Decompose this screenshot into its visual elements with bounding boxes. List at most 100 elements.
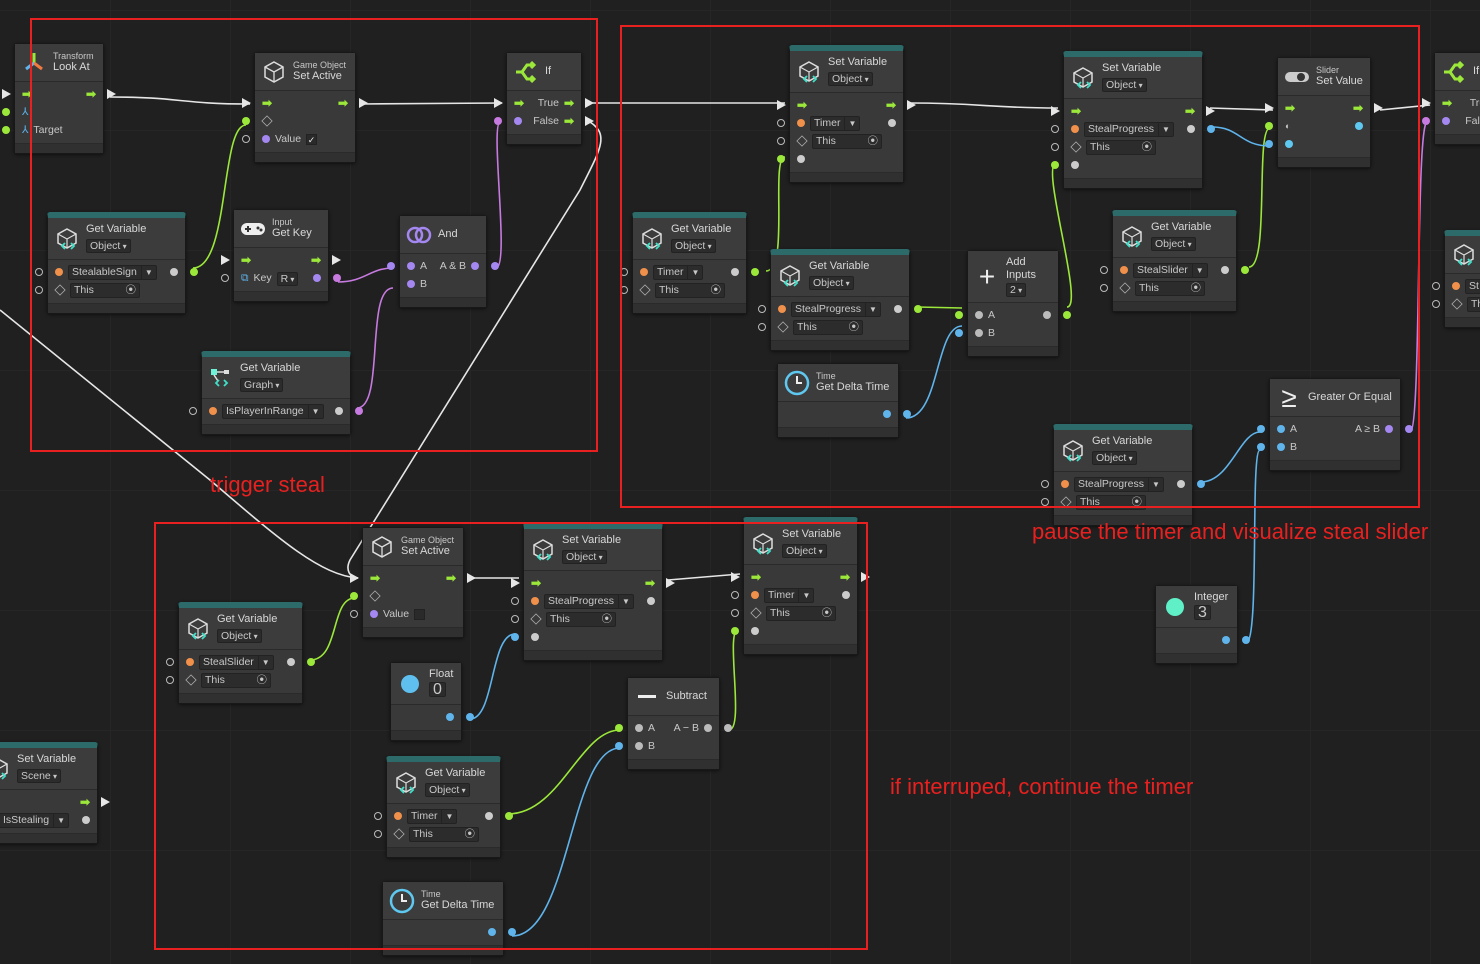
variable-name-field[interactable]: StealProgress▼ [1084,121,1174,137]
node-header[interactable]: ≥Greater Or Equal [1270,379,1400,417]
variable-name-field[interactable]: StealProgress▼ [791,301,881,317]
connected-port[interactable] [955,311,963,320]
literal-value-field[interactable]: 0 [429,681,446,697]
target-picker-icon[interactable]: ⦿ [1131,495,1143,508]
target-field[interactable]: This⦿ [1086,139,1156,155]
connected-port[interactable] [387,262,395,270]
chevron-down-icon[interactable]: ▼ [53,813,65,827]
target-field[interactable]: This⦿ [655,282,725,298]
input-a-port[interactable] [975,311,983,320]
connected-port[interactable] [1242,636,1250,645]
target-picker-icon[interactable]: ⦿ [125,283,137,296]
target-picker-icon[interactable]: ⦿ [601,612,613,625]
key-output-port[interactable] [313,274,321,282]
connected-port[interactable] [355,407,363,416]
chevron-down-icon[interactable]: ▼ [257,655,270,669]
output-port[interactable] [1043,311,1051,320]
connected-port[interactable] [1241,266,1249,275]
unconnected-port[interactable] [1100,266,1108,275]
target-picker-icon[interactable]: ⦿ [848,320,860,333]
node-header[interactable]: And [400,216,486,254]
scope-dropdown[interactable]: Object [671,238,716,253]
unconnected-port[interactable] [1041,498,1049,507]
flow-port[interactable] [1265,103,1274,113]
input-b-port[interactable] [635,742,643,750]
connected-port[interactable] [724,724,732,732]
variable-name-field[interactable]: StealableSign▼ [68,264,157,280]
connected-port[interactable] [190,268,198,277]
value-port[interactable] [894,305,902,314]
connected-port[interactable] [903,410,911,418]
output-port[interactable] [1222,636,1230,645]
unconnected-port[interactable] [221,274,229,282]
flow-port[interactable] [511,578,520,589]
target-field[interactable]: This⦿ [793,319,863,335]
input-b-port[interactable] [975,329,983,338]
unconnected-port[interactable] [620,268,628,277]
node-if1[interactable]: If➡True➡False➡ [494,52,594,145]
flow-port[interactable] [242,98,251,108]
scope-dropdown[interactable]: Object [809,275,854,290]
name-port[interactable] [778,305,786,314]
flow-port[interactable] [1374,103,1383,113]
name-port[interactable] [394,812,402,821]
connected-port[interactable] [955,329,963,338]
value-output-port[interactable] [1355,122,1363,130]
flow-port[interactable] [467,573,476,583]
value-input-port[interactable] [751,627,759,636]
value-input-port[interactable] [1071,161,1079,170]
unconnected-port[interactable] [758,323,766,332]
connected-port[interactable] [1405,425,1413,433]
name-port[interactable] [1452,282,1460,290]
literal-value-field[interactable]: 3 [1194,604,1211,620]
value-port[interactable] [370,610,378,618]
connected-port[interactable] [1063,311,1071,320]
input-b-port[interactable] [407,280,415,288]
value-port[interactable] [888,119,896,128]
connected-port[interactable] [731,627,739,636]
target-field[interactable]: Th⦿ [1467,296,1480,312]
target-field[interactable]: This⦿ [546,611,616,627]
scope-dropdown[interactable]: Object [86,238,131,253]
target-field[interactable]: This⦿ [1076,494,1146,510]
chevron-down-icon[interactable]: ▼ [617,594,630,608]
flow-port[interactable] [1051,106,1060,117]
connected-port[interactable] [914,305,922,314]
flow-port[interactable] [731,572,740,583]
unconnected-port[interactable] [166,676,174,685]
node-getvar-progress[interactable]: Get VariableObjectStealProgress▼This⦿ [758,249,922,352]
unconnected-port[interactable] [166,658,174,667]
output-port[interactable] [883,410,891,418]
unconnected-port[interactable] [374,812,382,821]
unconnected-port[interactable] [1041,480,1049,489]
connected-port[interactable] [466,713,474,722]
unconnected-port[interactable] [242,135,250,143]
connected-port[interactable] [1051,161,1059,170]
flow-port[interactable] [332,255,341,265]
unconnected-port[interactable] [1432,282,1440,290]
flow-port[interactable] [101,797,110,808]
connected-port[interactable] [1197,480,1205,489]
target-picker-icon[interactable]: ⦿ [464,827,476,840]
scope-dropdown[interactable]: Object [1151,236,1196,251]
flow-port[interactable] [494,98,503,108]
